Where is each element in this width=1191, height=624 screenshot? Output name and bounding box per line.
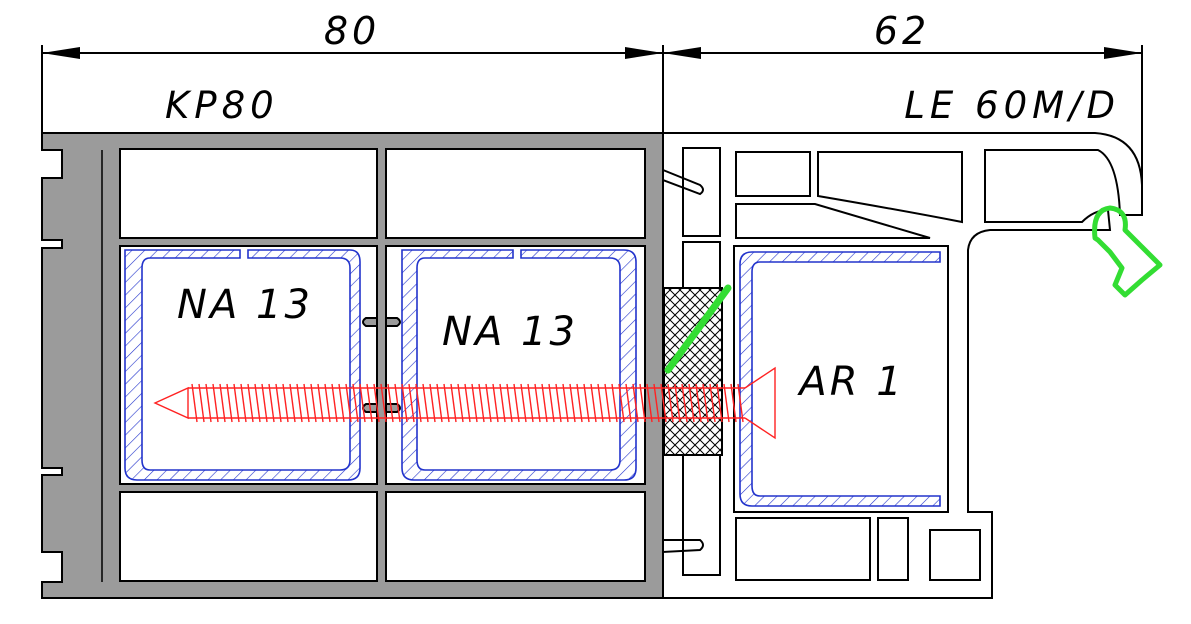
profile-label-right: LE 60M/D xyxy=(904,84,1120,127)
dimension-lines xyxy=(41,45,1143,210)
dimension-arrows xyxy=(42,47,1142,59)
insert-label-right: AR 1 xyxy=(796,359,904,405)
reinforcement-left-2 xyxy=(401,249,637,481)
fixing-screw xyxy=(153,366,776,440)
gasket-seal-outer xyxy=(1092,205,1163,298)
gasket-seal-diagonal xyxy=(664,284,732,374)
kp80-profile xyxy=(41,132,664,599)
insert-label-left-2: NA 13 xyxy=(442,309,578,355)
dimension-label-left: 80 xyxy=(324,9,380,53)
insulation-block xyxy=(663,287,723,456)
dimension-label-right: 62 xyxy=(874,9,930,53)
insert-label-left-1: NA 13 xyxy=(177,282,313,328)
reinforcement-right xyxy=(739,251,941,507)
le60-profile xyxy=(662,132,1143,599)
reinforcement-left-1 xyxy=(124,249,361,481)
profile-label-left: KP80 xyxy=(165,84,279,127)
